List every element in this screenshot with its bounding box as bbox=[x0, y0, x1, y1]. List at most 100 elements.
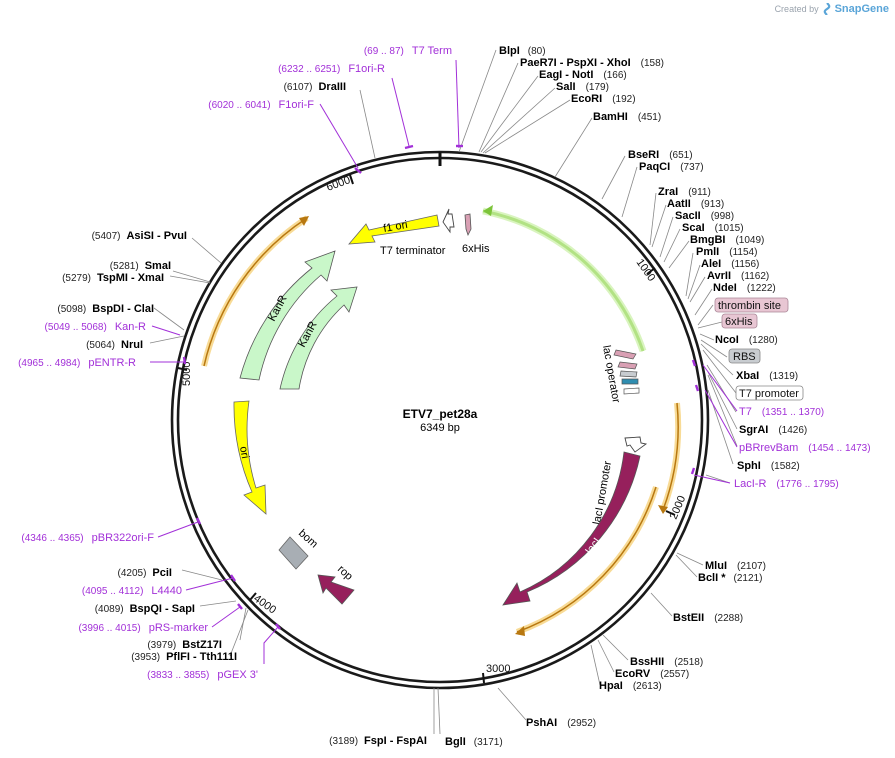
enzyme-fspi[interactable]: (3189)FspI - FspAI bbox=[329, 735, 427, 747]
enzyme-bseri[interactable]: BseRI(651) bbox=[628, 149, 693, 161]
enzyme-sphi[interactable]: SphI(1582) bbox=[737, 460, 800, 472]
enzyme-sgrai[interactable]: SgrAI(1426) bbox=[739, 424, 807, 436]
enzyme-aatii[interactable]: AatII(913) bbox=[667, 198, 724, 210]
enzyme-bcli[interactable]: BclI *(2121) bbox=[698, 572, 762, 584]
enzyme-sapi[interactable]: (4089)BspQI - SapI bbox=[95, 603, 195, 615]
enzymes-left: (6107)DraIII (5407)AsiSI - PvuI (5281)Sm… bbox=[57, 81, 502, 748]
primer-kan-r[interactable]: (5049 .. 5068)Kan-R bbox=[45, 321, 147, 333]
feature-t7-promoter-shape[interactable] bbox=[623, 387, 640, 395]
feature-ori-label: ori bbox=[237, 445, 251, 459]
primer-t7[interactable]: T7(1351 .. 1370) bbox=[739, 406, 824, 418]
primer-pentr-r[interactable]: (4965 .. 4984)pENTR-R bbox=[18, 357, 136, 369]
primers: (69 .. 87)T7 Term (6232 .. 6251)F1ori-R … bbox=[18, 45, 871, 681]
enzymes-right: BlpI(80) PaeR7I - PspXI - XhoI(158) EagI… bbox=[499, 45, 807, 729]
enzyme-xhoi[interactable]: PaeR7I - PspXI - XhoI(158) bbox=[520, 57, 664, 69]
orf-arc-green bbox=[482, 209, 645, 352]
enzyme-avrii[interactable]: AvrII(1162) bbox=[707, 270, 769, 282]
feature-rop-label: rop bbox=[335, 563, 355, 583]
orf-arrow-green bbox=[483, 205, 493, 216]
feature-lac-operator-shape[interactable] bbox=[621, 378, 639, 385]
orf-arc-orange-2 bbox=[516, 486, 657, 633]
plasmid-name: ETV7_pet28a bbox=[403, 407, 478, 421]
primer-prs-marker[interactable]: (3996 .. 4015)pRS-marker bbox=[78, 622, 208, 634]
feature-tags: thrombin site 6xHis RBS T7 promoter bbox=[714, 297, 804, 401]
tick-2000: 2000 bbox=[668, 494, 689, 521]
tag-rbs[interactable] bbox=[728, 348, 761, 364]
tag-6xhis[interactable] bbox=[721, 313, 758, 329]
enzyme-clai[interactable]: (5098)BspDI - ClaI bbox=[57, 303, 154, 315]
credit-prefix: Created by bbox=[774, 4, 819, 14]
enzyme-ecori[interactable]: EcoRI(192) bbox=[571, 93, 636, 105]
enzyme-bstz17i[interactable]: (3979)BstZ17I bbox=[147, 639, 222, 651]
tag-thrombin-site-label: thrombin site bbox=[718, 300, 781, 312]
feature-rbs-shape[interactable] bbox=[619, 370, 638, 378]
feature-laci-promoter[interactable] bbox=[624, 436, 648, 453]
tag-thrombin-site[interactable] bbox=[714, 297, 789, 313]
orf-arc-orange-1 bbox=[662, 402, 679, 511]
primer-t7-term[interactable]: (69 .. 87)T7 Term bbox=[364, 45, 452, 57]
feature-laci[interactable] bbox=[502, 451, 641, 606]
enzyme-pmli[interactable]: PmlI(1154) bbox=[696, 246, 757, 258]
feature-6xhis-shape[interactable] bbox=[617, 361, 638, 370]
feature-rop[interactable] bbox=[317, 574, 355, 605]
feature-laci-label: lacI bbox=[584, 536, 604, 557]
enzyme-xbai[interactable]: XbaI(1319) bbox=[736, 370, 798, 382]
enzyme-alei[interactable]: AleI(1156) bbox=[701, 258, 759, 270]
enzyme-sacii[interactable]: SacII(998) bbox=[675, 210, 734, 222]
enzyme-zrai[interactable]: ZraI(911) bbox=[658, 186, 711, 198]
primer-pbr322ori-f[interactable]: (4346 .. 4365)pBR322ori-F bbox=[21, 532, 154, 544]
credit: Created by SnapGene bbox=[775, 3, 889, 15]
feature-kanr-1[interactable] bbox=[239, 250, 336, 381]
enzyme-smai[interactable]: (5281)SmaI bbox=[110, 260, 171, 272]
enzyme-mlui[interactable]: MluI(2107) bbox=[705, 560, 766, 572]
enzyme-xmai[interactable]: (5279)TspMI - XmaI bbox=[62, 272, 164, 284]
enzyme-blpi[interactable]: BlpI(80) bbox=[499, 45, 546, 57]
feature-thrombin-site-shape[interactable] bbox=[613, 349, 637, 360]
tick-3000: 3000 bbox=[486, 663, 510, 675]
enzyme-ncoi[interactable]: NcoI(1280) bbox=[715, 334, 778, 346]
enzyme-bgli[interactable]: BglI(3171) bbox=[445, 736, 503, 748]
enzyme-pcii[interactable]: (4205)PciI bbox=[118, 567, 172, 579]
feature-kanr-2[interactable] bbox=[279, 286, 358, 390]
enzyme-draiii[interactable]: (6107)DraIII bbox=[284, 81, 346, 93]
enzyme-bsteii[interactable]: BstEII(2288) bbox=[673, 612, 743, 624]
enzyme-pvui[interactable]: (5407)AsiSI - PvuI bbox=[92, 230, 187, 242]
enzyme-bsshii[interactable]: BssHII(2518) bbox=[630, 656, 703, 668]
snapgene-logo-icon bbox=[823, 3, 830, 15]
plasmid-size: 6349 bp bbox=[420, 422, 460, 434]
enzyme-scai[interactable]: ScaI(1015) bbox=[682, 222, 744, 234]
enzyme-bamhi[interactable]: BamHI(451) bbox=[593, 111, 661, 123]
primer-f1ori-f[interactable]: (6020 .. 6041)F1ori-F bbox=[208, 99, 314, 111]
feature-6xhis[interactable] bbox=[464, 213, 472, 237]
feature-ori[interactable] bbox=[233, 400, 267, 515]
orf-arcs bbox=[201, 205, 682, 636]
primer-laci-r[interactable]: LacI-R(1776 .. 1795) bbox=[734, 478, 839, 490]
tag-t7-promoter[interactable] bbox=[735, 385, 804, 401]
enzyme-hpai[interactable]: HpaI(2613) bbox=[599, 680, 662, 692]
enzyme-ecorv[interactable]: EcoRV(2557) bbox=[615, 668, 689, 680]
enzyme-paqci[interactable]: PaqCI(737) bbox=[639, 161, 704, 173]
feature-f1-ori[interactable] bbox=[348, 214, 440, 245]
tag-rbs-label: RBS bbox=[733, 351, 756, 363]
primer-pgex-3[interactable]: (3833 .. 3855)pGEX 3' bbox=[147, 669, 258, 681]
enzyme-tth111i[interactable]: (3953)PflFI - Tth111I bbox=[131, 651, 237, 663]
feature-t7-terminator[interactable] bbox=[442, 208, 455, 234]
primer-f1ori-r[interactable]: (6232 .. 6251)F1ori-R bbox=[278, 63, 385, 75]
feature-bom[interactable] bbox=[278, 536, 309, 570]
enzyme-bmgbi[interactable]: BmgBI(1049) bbox=[690, 234, 764, 246]
tag-t7-promoter-label: T7 promoter bbox=[739, 388, 799, 400]
feature-t7-terminator-label: T7 terminator bbox=[380, 245, 446, 257]
enzyme-nrui[interactable]: (5064)NruI bbox=[86, 339, 143, 351]
enzyme-ndei[interactable]: NdeI(1222) bbox=[713, 282, 776, 294]
primer-pbrrevbam[interactable]: pBRrevBam(1454 .. 1473) bbox=[739, 442, 871, 454]
primer-markers bbox=[150, 59, 738, 664]
enzyme-sali[interactable]: SalI(179) bbox=[556, 81, 609, 93]
credit-brand: SnapGene bbox=[834, 3, 889, 15]
backbone bbox=[170, 150, 710, 690]
enzyme-noti[interactable]: EagI - NotI(166) bbox=[539, 69, 627, 81]
enzyme-pshai[interactable]: PshAI(2952) bbox=[526, 717, 596, 729]
orf-arc-orange-3 bbox=[203, 217, 308, 367]
primer-l4440[interactable]: (4095 .. 4112)L4440 bbox=[82, 585, 182, 597]
tag-6xhis-label: 6xHis bbox=[725, 316, 753, 328]
